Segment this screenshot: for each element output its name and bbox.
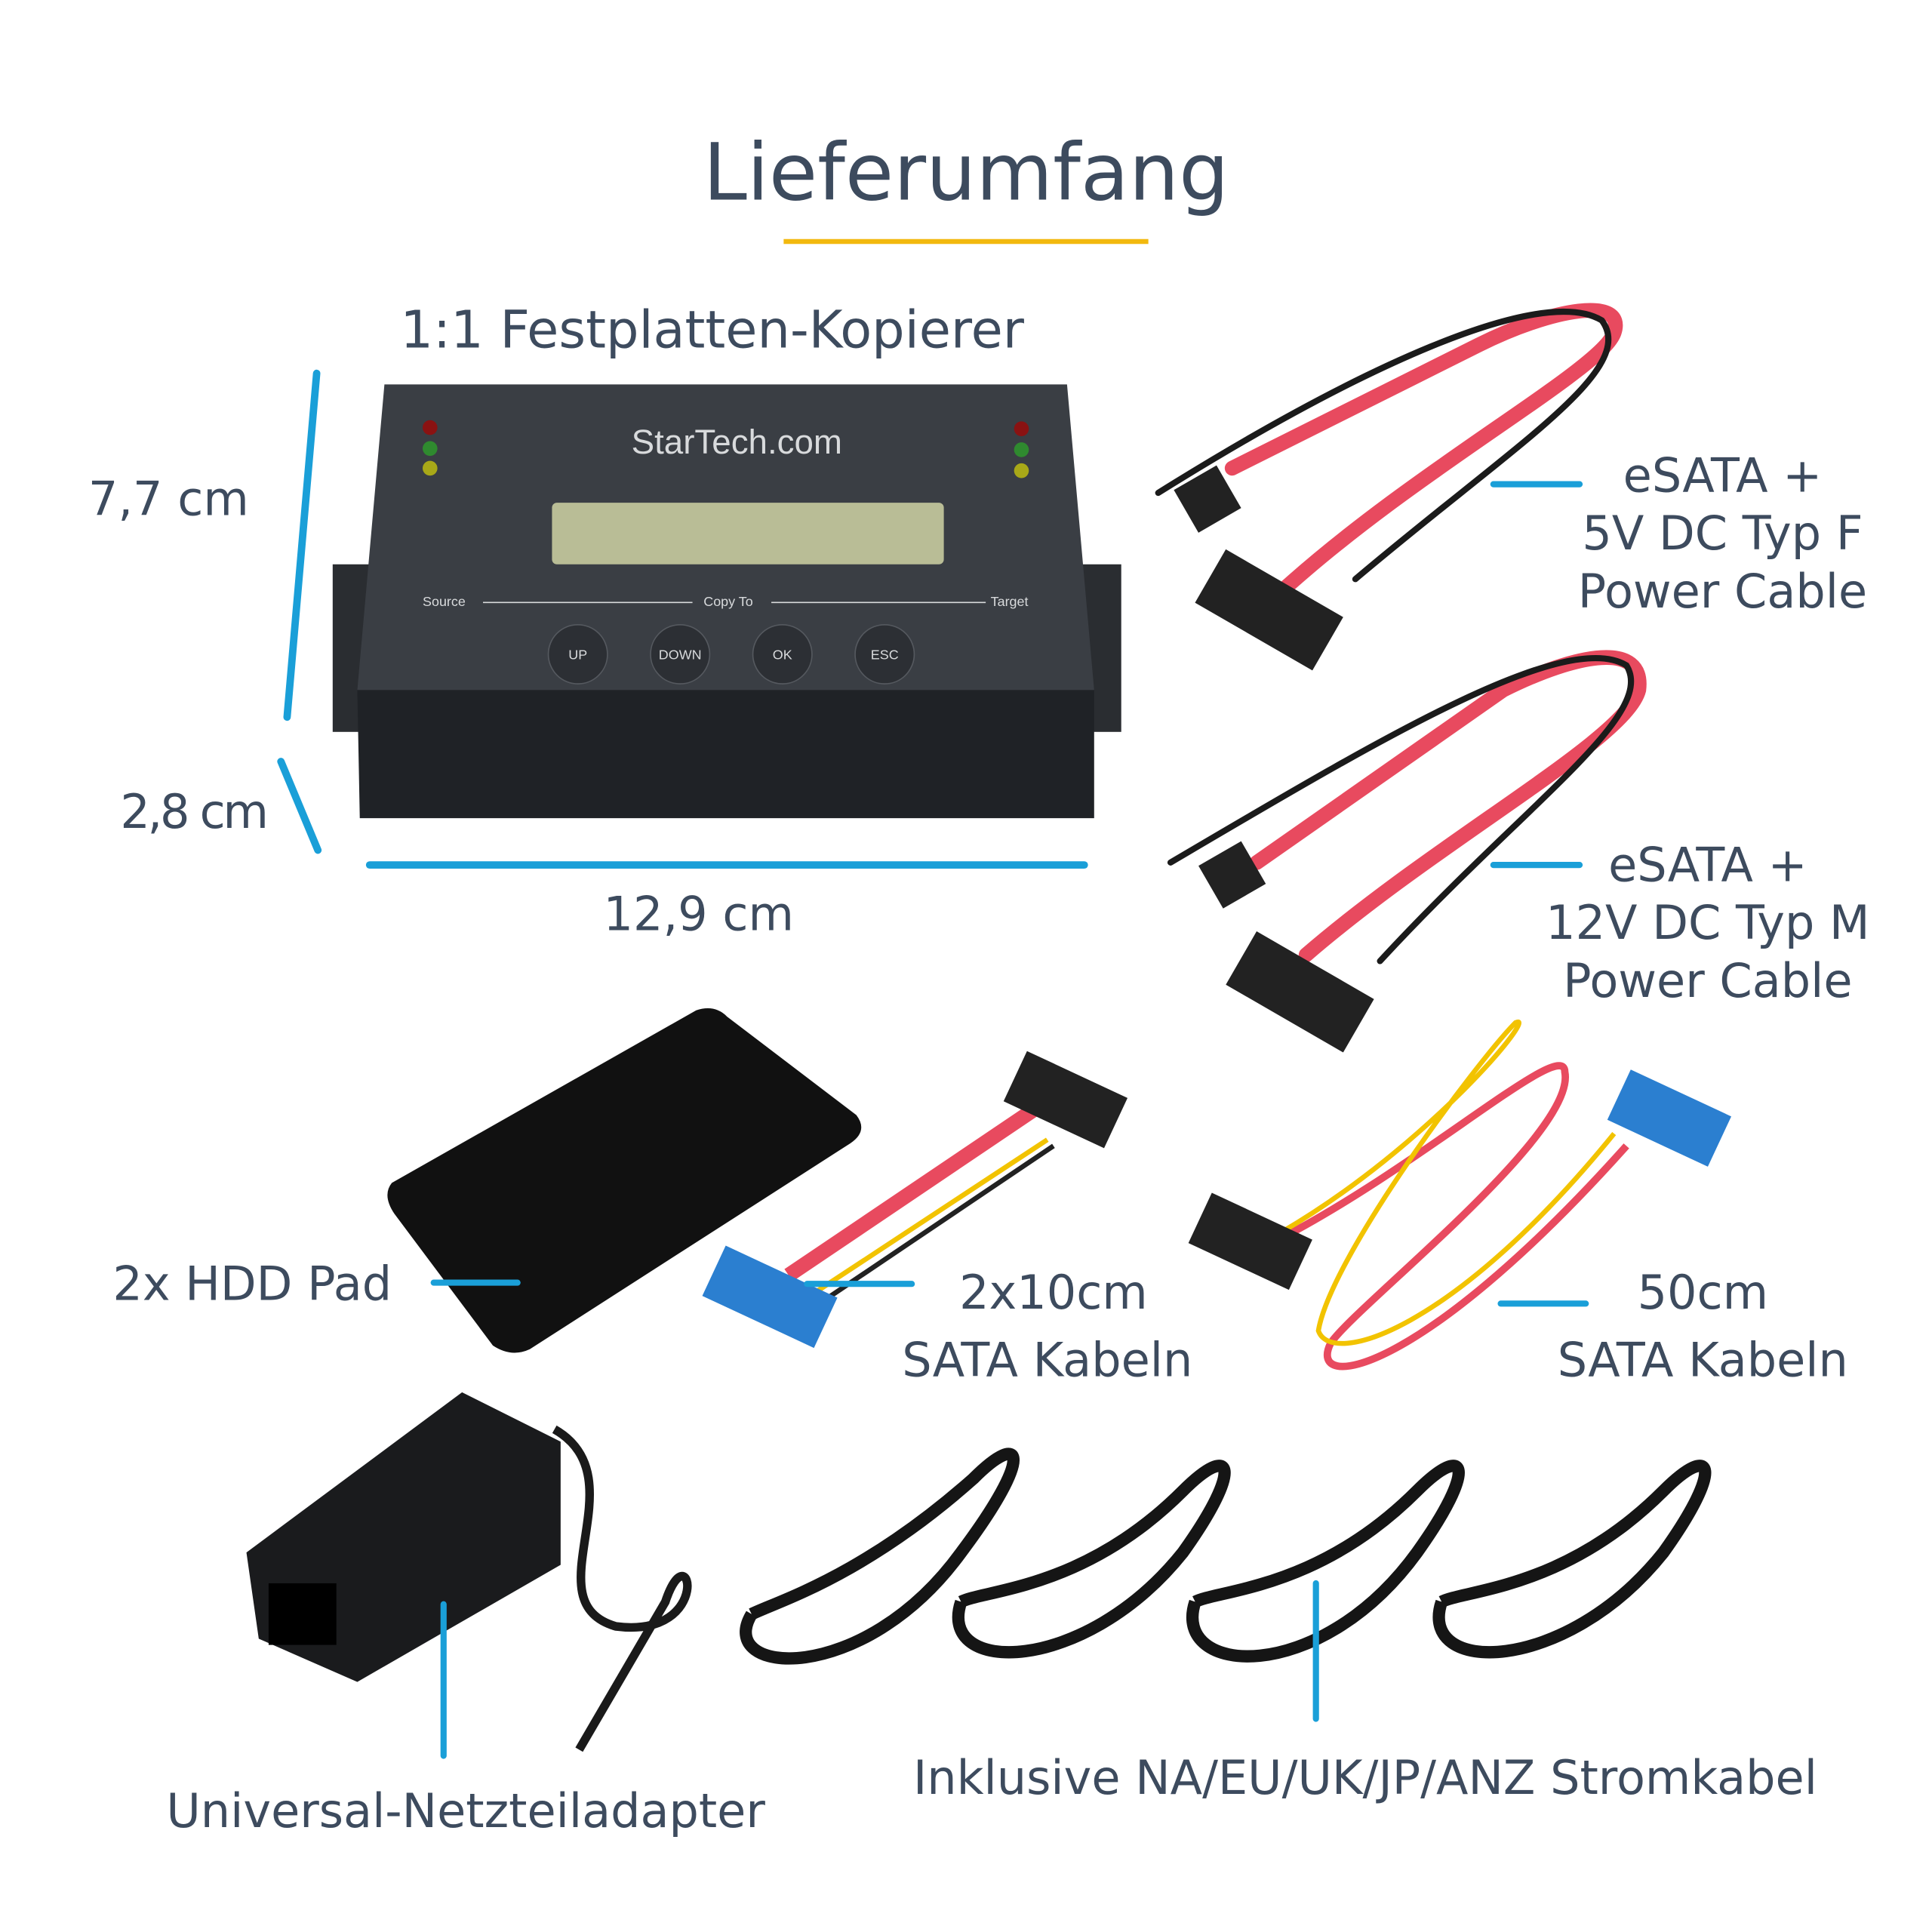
device-label: 1:1 Festplatten-Kopierer	[400, 300, 1024, 360]
svg-text:OK: OK	[773, 647, 792, 662]
label-esata-5v-line3: Power Cable	[1578, 564, 1867, 619]
down-button[interactable]: DOWN	[650, 623, 711, 685]
label-power-cords: Inklusive NA/EU/UK/JP/ANZ Stromkabel	[913, 1750, 1817, 1805]
lcd-display	[552, 503, 944, 565]
power-cords	[740, 1447, 1712, 1665]
svg-text:ESC: ESC	[871, 647, 899, 662]
esata-5v-cable	[1155, 303, 1623, 671]
dimension-width: 12,9 cm	[604, 887, 794, 942]
flow-target: Target	[991, 594, 1029, 609]
page-title: Lieferumfang	[703, 126, 1229, 218]
label-esata-12v-line3: Power Cable	[1563, 953, 1852, 1008]
label-esata-5v-line1: eSATA +	[1623, 448, 1823, 503]
label-sata-short-line2: SATA Kabeln	[902, 1333, 1192, 1388]
label-esata-12v-line1: eSATA +	[1608, 837, 1807, 892]
dimension-depth: 2,8 cm	[120, 784, 266, 839]
esata-12v-cable	[1167, 650, 1647, 1053]
label-esata-5v-line2: 5V DC Typ F	[1582, 506, 1863, 561]
ok-button[interactable]: OK	[752, 623, 813, 685]
callout-lines	[430, 481, 1589, 1759]
title-underline	[783, 238, 1149, 245]
hdd-pad	[387, 1008, 862, 1353]
flow-source: Source	[423, 594, 466, 609]
sata-short-cable	[702, 1051, 1128, 1349]
label-esata-12v-line2: 12V DC Typ M	[1546, 895, 1869, 950]
flow-copy-to: Copy To	[703, 594, 753, 609]
brand-logo: StarTech.com	[632, 423, 842, 461]
hdd-duplicator-device: StarTech.com Source Copy To Target UP DO…	[332, 384, 1121, 819]
esc-button[interactable]: ESC	[854, 623, 915, 685]
label-sata-long-line1: 50cm	[1638, 1265, 1768, 1320]
up-button[interactable]: UP	[547, 623, 608, 685]
power-adapter	[246, 1392, 692, 1752]
label-sata-long-line2: SATA Kabeln	[1558, 1333, 1848, 1388]
dimension-height: 7,7 cm	[88, 471, 249, 526]
label-power-adapter: Universal-Netzteiladapter	[166, 1783, 765, 1838]
dimension-lines	[277, 369, 1088, 869]
label-sata-short-line1: 2x10cm	[959, 1265, 1148, 1320]
svg-text:UP: UP	[568, 647, 587, 662]
sata-long-cable	[1188, 1019, 1732, 1371]
svg-text:DOWN: DOWN	[659, 647, 702, 662]
label-hdd-pad: 2x HDD Pad	[112, 1256, 392, 1311]
